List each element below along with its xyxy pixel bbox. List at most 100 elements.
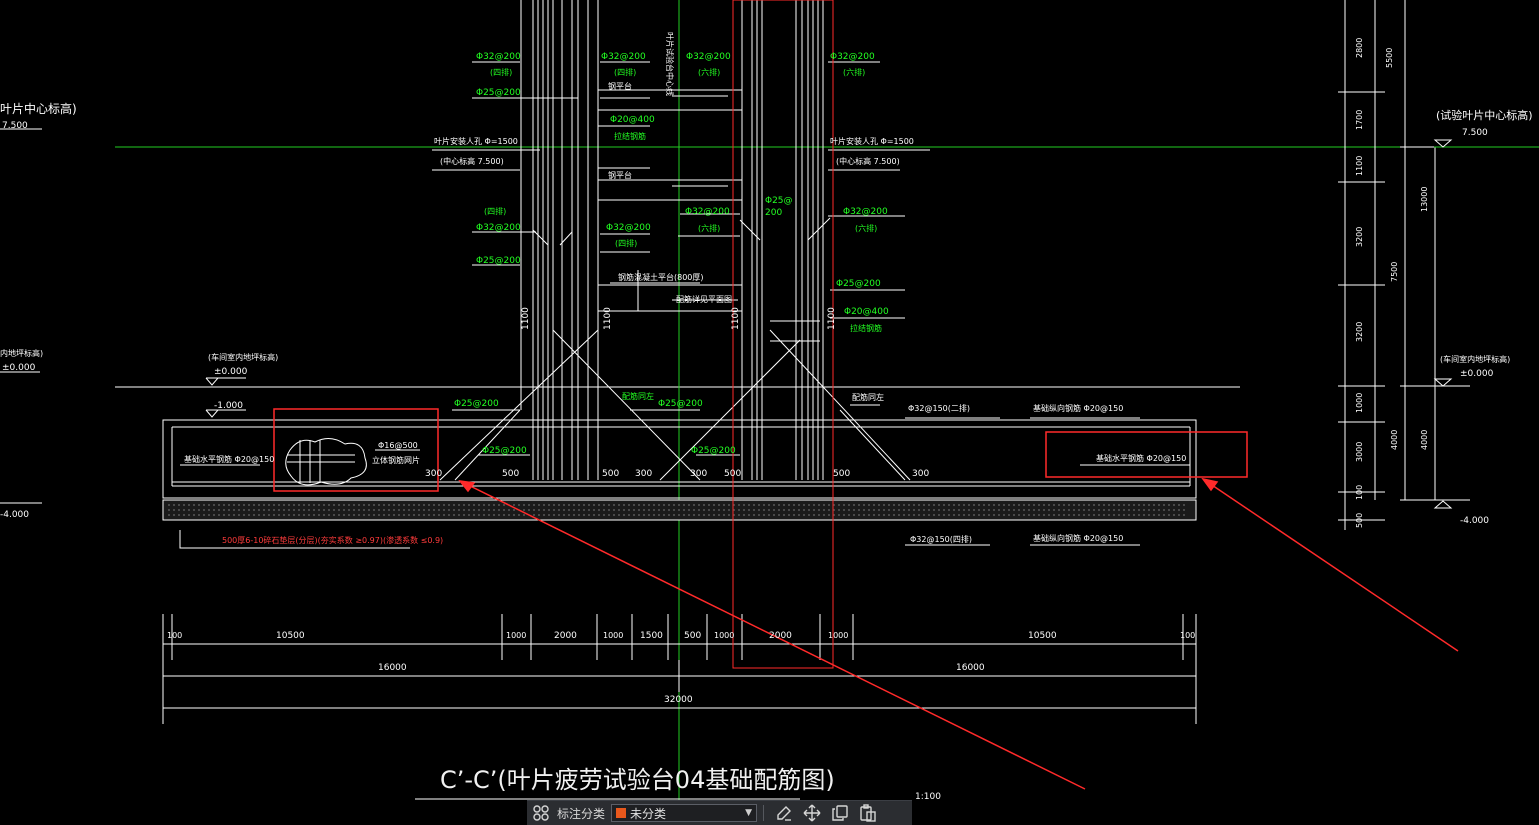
right-elev-7500: 7.500 bbox=[1462, 128, 1488, 138]
rebar-m2-32-200-mid: Φ32@200 bbox=[685, 207, 730, 217]
rebar-m-four-rows-mid: (四排) bbox=[615, 238, 637, 248]
col-dim-1100-c: 1100 bbox=[731, 307, 741, 330]
left-side-cut-elev: ±0.000 bbox=[2, 363, 36, 373]
hole-right-center: (中心标高 7.500) bbox=[836, 156, 900, 166]
category-label: 标注分类 bbox=[557, 806, 606, 821]
local-dim-500-d: 500 bbox=[833, 469, 850, 479]
category-color-swatch bbox=[616, 808, 627, 818]
rebar-slab-25-200-d: Φ25@200 bbox=[691, 446, 736, 456]
markup-arrow-left bbox=[459, 480, 1086, 790]
red-column-outline bbox=[732, 0, 834, 669]
datum-lines bbox=[115, 0, 1539, 824]
base-horiz-right-label: 基础水平钢筋 Φ20@150 bbox=[1096, 453, 1186, 463]
d16-500-label: Φ16@500 bbox=[378, 441, 418, 450]
base-horiz-left-label: 基础水平钢筋 Φ20@150 bbox=[184, 454, 274, 464]
rdim-n: 100 bbox=[1355, 485, 1364, 500]
rdim-m: 500 bbox=[1355, 513, 1364, 528]
rdim-g: 7500 bbox=[1390, 262, 1399, 282]
drawing-title: C’-C’(叶片疲劳试验台04基础配筋图) bbox=[440, 766, 835, 794]
rebar-slab-25-200-a: Φ25@200 bbox=[454, 399, 499, 409]
rebar-m-32-200-top: Φ32@200 bbox=[601, 52, 646, 62]
rebar-m-tie-bar-top: 拉结钢筋 bbox=[614, 131, 646, 141]
platforms bbox=[597, 89, 820, 480]
rebar-diag-25b: 200 bbox=[765, 208, 782, 218]
rdim-f: 13000 bbox=[1420, 187, 1429, 212]
local-dim-300-c: 300 bbox=[690, 469, 707, 479]
right-test-blade-label: (试验叶片中心标高) bbox=[1436, 108, 1533, 122]
dim-seg-7: 500 bbox=[684, 631, 701, 641]
dim-half-left: 16000 bbox=[378, 663, 407, 673]
dim-seg-10: 1000 bbox=[828, 631, 848, 640]
dim-total: 32000 bbox=[664, 695, 693, 705]
dim-half-right: 16000 bbox=[956, 663, 985, 673]
dim-seg-4: 2000 bbox=[554, 631, 577, 641]
rebar-anchor-left: 配筋同左 bbox=[622, 391, 654, 401]
dim-seg-9: 2000 bbox=[769, 631, 792, 641]
rebar-r-25-200: Φ25@200 bbox=[836, 279, 881, 289]
left-elev-minus4000: -4.000 bbox=[0, 510, 29, 520]
steel-platform-label-2: 钢平台 bbox=[608, 170, 632, 180]
dim-seg-1: 100 bbox=[167, 631, 182, 640]
right-floor-label: (车间室内地坪标高) bbox=[1440, 354, 1510, 364]
dim-seg-3: 1000 bbox=[506, 631, 526, 640]
wire-mesh-detail bbox=[285, 438, 367, 486]
rdim-l: 4000 bbox=[1420, 430, 1429, 450]
base-long-top-label: 基础纵向钢筋 Φ20@150 bbox=[1033, 403, 1123, 413]
dim-seg-8: 1000 bbox=[714, 631, 734, 640]
local-dim-300-a: 300 bbox=[425, 469, 442, 479]
rebar-r-32-200-top: Φ32@200 bbox=[830, 52, 875, 62]
dim-seg-2: 10500 bbox=[276, 631, 305, 641]
steel-platform-label-1: 钢平台 bbox=[608, 81, 632, 91]
move-icon[interactable] bbox=[798, 801, 826, 825]
edit-icon[interactable] bbox=[770, 801, 798, 825]
rebar-l-four-rows-mid: (四排) bbox=[484, 206, 506, 216]
hole-left-center: (中心标高 7.500) bbox=[440, 156, 504, 166]
dimension-lines bbox=[0, 0, 1505, 724]
rebar-anchor-right-label: 配筋同左 bbox=[852, 392, 884, 402]
markup-arrow-right bbox=[1202, 478, 1459, 652]
rebar-l-25-200-mid: Φ25@200 bbox=[476, 256, 521, 266]
left-blade-center-label: 叶片中心标高) bbox=[0, 101, 77, 116]
right-elev-0000: ±0.000 bbox=[1460, 369, 1494, 379]
d32-150-four-label: Φ32@150(四排) bbox=[910, 534, 972, 544]
gravel-note: 500厚6-10碎石垫层(分层)(夯实系数 ≥0.97)(渗透系数 ≤0.9) bbox=[222, 535, 443, 545]
gravel-bed bbox=[162, 499, 1197, 521]
rdim-d: 1100 bbox=[1355, 156, 1364, 176]
d32-150-two-label: Φ32@150(二排) bbox=[908, 403, 970, 413]
dim-seg-12: 100 bbox=[1180, 631, 1195, 640]
dim-seg-5: 1000 bbox=[603, 631, 623, 640]
category-dropdown[interactable]: 未分类 ▼ bbox=[611, 804, 758, 822]
foundation-slab bbox=[162, 419, 1197, 499]
markup-box-left bbox=[273, 408, 439, 492]
floor-center-label: (车间室内地坪标高) bbox=[208, 352, 278, 362]
rebar-m2-six-rows-top: (六排) bbox=[698, 67, 720, 77]
local-dim-500-a: 500 bbox=[502, 469, 519, 479]
copy-icon[interactable] bbox=[826, 801, 854, 825]
hole-right-label: 叶片安装人孔 Φ=1500 bbox=[830, 136, 914, 146]
blade-center-line-label: 叶片试验台中心线 bbox=[665, 32, 675, 96]
right-elev-minus4000: -4.000 bbox=[1460, 516, 1489, 526]
left-column bbox=[520, 0, 599, 480]
elevation-markers bbox=[205, 139, 1453, 509]
rdim-j: 3000 bbox=[1355, 442, 1364, 462]
dim-seg-6: 1500 bbox=[640, 631, 663, 641]
grid-icon[interactable] bbox=[527, 801, 555, 825]
rebar-l-25-200-top: Φ25@200 bbox=[476, 88, 521, 98]
toolbar-divider bbox=[763, 805, 765, 821]
rc-platform-label: 钢筋混凝土平台(800厚) bbox=[618, 272, 704, 282]
rebar-slab-25-200-b: Φ25@200 bbox=[658, 399, 703, 409]
rdim-k: 4000 bbox=[1390, 430, 1399, 450]
leader-lines bbox=[179, 61, 1190, 549]
chevron-down-icon: ▼ bbox=[745, 808, 753, 818]
rebar-r-20-400: Φ20@400 bbox=[844, 307, 889, 317]
right-column bbox=[741, 0, 824, 480]
col-dim-1100-a: 1100 bbox=[521, 307, 531, 330]
local-dim-500-b: 500 bbox=[602, 469, 619, 479]
rebar-r-six-rows-mid: (六排) bbox=[855, 223, 877, 233]
rebar-slab-25-200-c: Φ25@200 bbox=[482, 446, 527, 456]
paste-icon[interactable] bbox=[854, 801, 882, 825]
local-dim-300-d: 300 bbox=[912, 469, 929, 479]
local-dim-500-c: 500 bbox=[724, 469, 741, 479]
markup-box-right bbox=[1045, 431, 1248, 478]
